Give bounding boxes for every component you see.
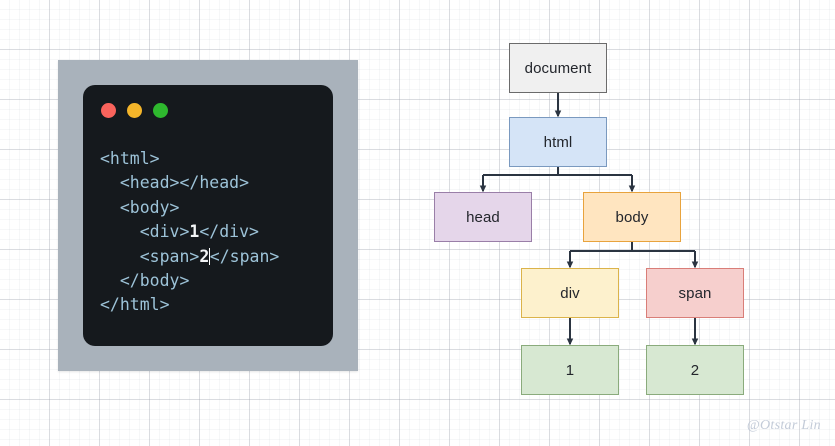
tree-node-html[interactable]: html xyxy=(509,117,607,167)
tree-node-body[interactable]: body xyxy=(583,192,681,242)
code-line: </html> xyxy=(100,293,279,317)
code-tag: <div> xyxy=(139,222,190,242)
window-controls xyxy=(101,103,168,118)
code-tag: <body> xyxy=(119,197,180,217)
code-line: </body> xyxy=(100,269,279,293)
code-line: <head></head> xyxy=(100,171,279,195)
watermark: @Otstar Lin xyxy=(746,418,821,433)
maximize-button[interactable] xyxy=(153,103,168,118)
tree-node-div[interactable]: div xyxy=(521,268,619,318)
code-text: 2 xyxy=(199,246,210,266)
code-line: <html> xyxy=(100,147,279,171)
tree-node-text2[interactable]: 2 xyxy=(646,345,744,395)
code-editor[interactable]: <html> <head></head> <body> <div>1</div>… xyxy=(100,147,279,318)
code-tag: </html> xyxy=(100,295,170,315)
code-line: <body> xyxy=(100,196,279,220)
tree-node-document[interactable]: document xyxy=(509,43,607,93)
code-window: <html> <head></head> <body> <div>1</div>… xyxy=(83,85,333,346)
tree-node-text1[interactable]: 1 xyxy=(521,345,619,395)
code-tag: <head></head> xyxy=(119,173,250,193)
code-text: 1 xyxy=(189,222,200,242)
code-tag: <span> xyxy=(139,246,200,266)
code-tag: </div> xyxy=(199,222,259,242)
close-button[interactable] xyxy=(101,103,116,118)
code-window-bezel: <html> <head></head> <body> <div>1</div>… xyxy=(58,60,358,371)
code-line: <span>2</span> xyxy=(100,245,280,269)
text-cursor xyxy=(208,247,211,265)
code-tag: </span> xyxy=(209,246,280,266)
minimize-button[interactable] xyxy=(127,103,142,118)
tree-node-head[interactable]: head xyxy=(434,192,532,242)
code-tag: </body> xyxy=(119,270,190,290)
code-line: <div>1</div> xyxy=(100,220,279,244)
code-tag: <html> xyxy=(100,149,160,168)
tree-node-span[interactable]: span xyxy=(646,268,744,318)
